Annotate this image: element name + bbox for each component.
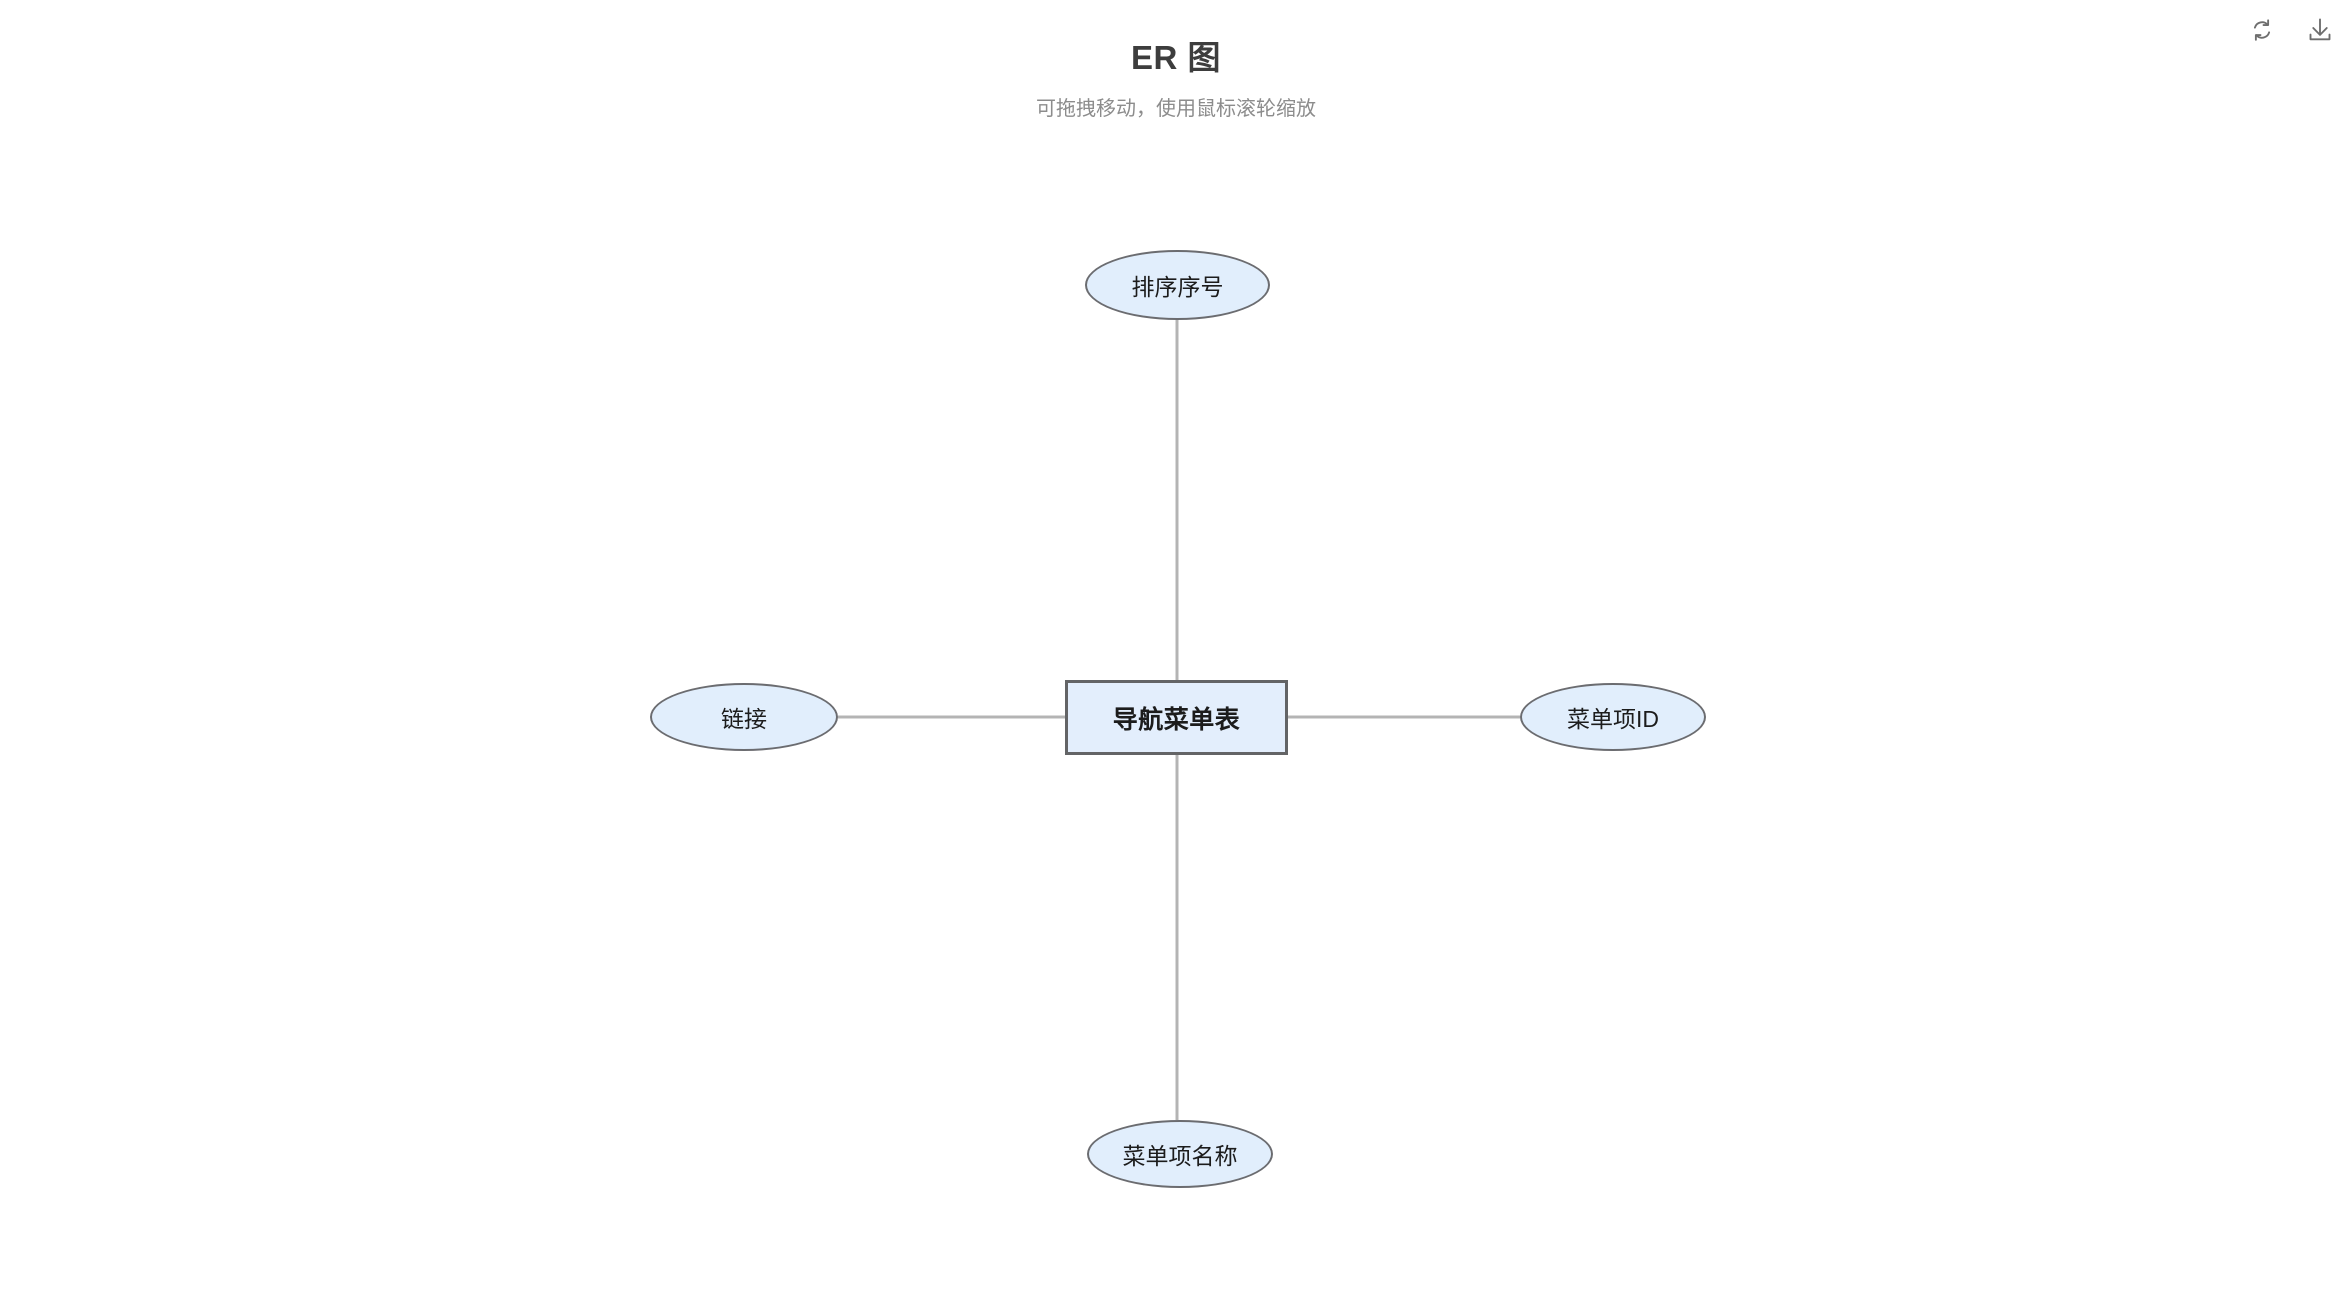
attribute-node-menu-item-name[interactable]: 菜单项名称 — [1087, 1120, 1273, 1188]
refresh-button[interactable] — [2240, 8, 2284, 52]
entity-label: 导航菜单表 — [1112, 705, 1241, 734]
entity-node-nav-menu-table[interactable]: 导航菜单表 — [1065, 680, 1288, 755]
attribute-label: 菜单项ID — [1567, 706, 1659, 732]
refresh-icon — [2247, 15, 2277, 45]
attribute-node-link[interactable]: 链接 — [650, 683, 838, 751]
attribute-node-menu-item-id[interactable]: 菜单项ID — [1520, 683, 1706, 751]
download-icon — [2305, 15, 2335, 45]
download-button[interactable] — [2298, 8, 2342, 52]
diagram-toolbar — [2240, 8, 2342, 52]
attribute-node-sort-order[interactable]: 排序序号 — [1085, 250, 1270, 320]
attribute-label: 排序序号 — [1131, 274, 1224, 300]
attribute-label: 链接 — [721, 706, 767, 732]
attribute-label: 菜单项名称 — [1122, 1143, 1238, 1169]
